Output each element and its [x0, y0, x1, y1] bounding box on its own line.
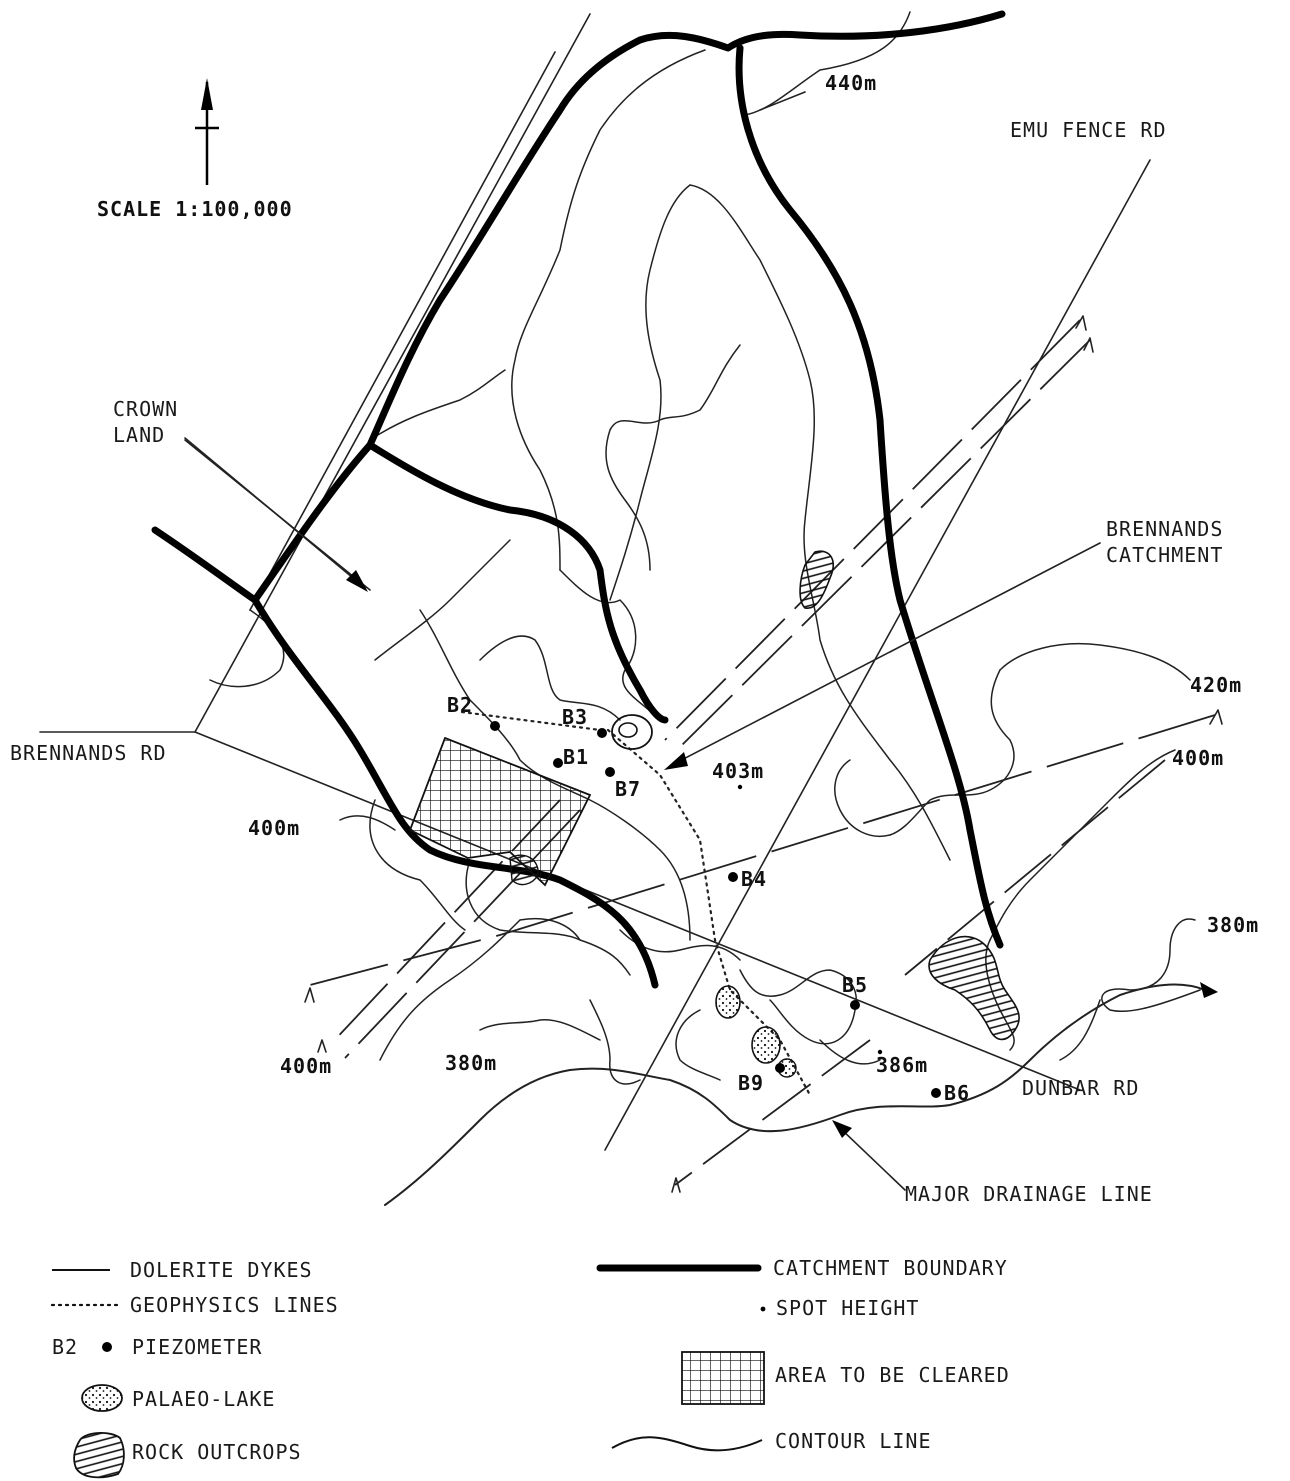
- legend-palaeo-lake-label: PALAEO-LAKE: [132, 1387, 275, 1411]
- spot-height-label-403: 403m: [712, 759, 764, 783]
- piezometer-label-b2: B2: [447, 693, 473, 717]
- north-arrow-icon: [195, 78, 219, 185]
- legend-dolerite-label: DOLERITE DYKES: [130, 1258, 313, 1282]
- piezometer-b3: [597, 728, 607, 738]
- legend: DOLERITE DYKES GEOPHYSICS LINES B2 PIEZO…: [50, 1256, 1010, 1479]
- legend-catchment-label: CATCHMENT BOUNDARY: [773, 1256, 1008, 1280]
- emu-fence-road-label: EMU FENCE RD: [1010, 118, 1167, 142]
- contour-label-380-east: 380m: [1207, 913, 1259, 937]
- piezometer-b1: [553, 758, 563, 768]
- legend-piezometer-swatch: [102, 1342, 112, 1352]
- drainage-arrow-icon: [1200, 982, 1218, 998]
- legend-piezometer-label: PIEZOMETER: [132, 1335, 262, 1359]
- leaders: [184, 91, 1101, 770]
- piezometer-b2: [490, 721, 500, 731]
- crown-land-label-2: LAND: [113, 423, 165, 447]
- piezometer-label-b9: B9: [738, 1071, 764, 1095]
- dyke-end-marks: [304, 315, 1223, 1193]
- drainage-label: MAJOR DRAINAGE LINE: [905, 1182, 1153, 1206]
- crown-land-label-1: CROWN: [113, 397, 178, 421]
- legend-palaeo-lake-swatch: [81, 1384, 123, 1412]
- legend-piezometer-code: B2: [52, 1335, 78, 1359]
- brennands-road-line: [39, 731, 1081, 1091]
- legend-spot-height-swatch: [760, 1306, 766, 1312]
- road-lines: [39, 159, 1151, 1151]
- contour-label-440: 440m: [825, 71, 877, 95]
- legend-area-cleared-swatch: [681, 1351, 765, 1405]
- major-drainage-line: [384, 983, 1206, 1206]
- legend-spot-height-label: SPOT HEIGHT: [776, 1296, 919, 1320]
- palaeo-lakes: [715, 985, 797, 1078]
- area-to-be-cleared: [408, 736, 592, 887]
- piezometer-label-b4: B4: [741, 867, 767, 891]
- drainage-leader-arrow-icon: [832, 1120, 852, 1138]
- piezometer-label-b5: B5: [842, 973, 868, 997]
- legend-contour-label: CONTOUR LINE: [775, 1429, 932, 1453]
- crown-land-boundary: [184, 13, 591, 733]
- contour-label-420: 420m: [1190, 673, 1242, 697]
- catchment-label-1: BRENNANDS: [1106, 517, 1223, 541]
- contour-label-400-west: 400m: [248, 816, 300, 840]
- scale-label: SCALE 1:100,000: [97, 197, 293, 221]
- piezometer-label-b7: B7: [615, 777, 641, 801]
- rock-outcrops: [509, 550, 1020, 1041]
- piezometers: [490, 721, 941, 1098]
- legend-geophysics-label: GEOPHYSICS LINES: [130, 1293, 339, 1317]
- piezometer-b9: [775, 1063, 785, 1073]
- piezometer-b6: [931, 1088, 941, 1098]
- catchment-boundary: [151, 10, 1006, 989]
- contour-label-400-sw: 400m: [280, 1054, 332, 1078]
- piezometer-b4: [728, 872, 738, 882]
- legend-rock-outcrop-swatch: [73, 1432, 125, 1479]
- catchment-label-2: CATCHMENT: [1106, 543, 1223, 567]
- emu-fence-road-line: [604, 159, 1151, 1151]
- contour-label-400-east: 400m: [1172, 746, 1224, 770]
- legend-contour-swatch: [611, 1436, 763, 1452]
- piezometer-label-b1: B1: [563, 745, 589, 769]
- piezometer-b5: [850, 1000, 860, 1010]
- contour-label-380-south: 380m: [445, 1051, 497, 1075]
- spot-height-label-386: 386m: [876, 1053, 928, 1077]
- dunbar-road-label: DUNBAR RD: [1022, 1076, 1139, 1100]
- contour-lines: [209, 11, 1201, 1085]
- geophysics-lines: [460, 710, 812, 1097]
- drainage-leader: [839, 1127, 906, 1191]
- brennands-road-label: BRENNANDS RD: [10, 741, 167, 765]
- piezometer-label-b6: B6: [944, 1081, 970, 1105]
- legend-rock-outcrop-label: ROCK OUTCROPS: [132, 1440, 302, 1464]
- spot-height-386: [877, 1049, 883, 1055]
- spot-height-403: [737, 784, 743, 790]
- legend-area-cleared-label: AREA TO BE CLEARED: [775, 1363, 1010, 1387]
- piezometer-b7: [605, 767, 615, 777]
- hill-b3: [611, 714, 653, 750]
- piezometer-label-b3: B3: [562, 705, 588, 729]
